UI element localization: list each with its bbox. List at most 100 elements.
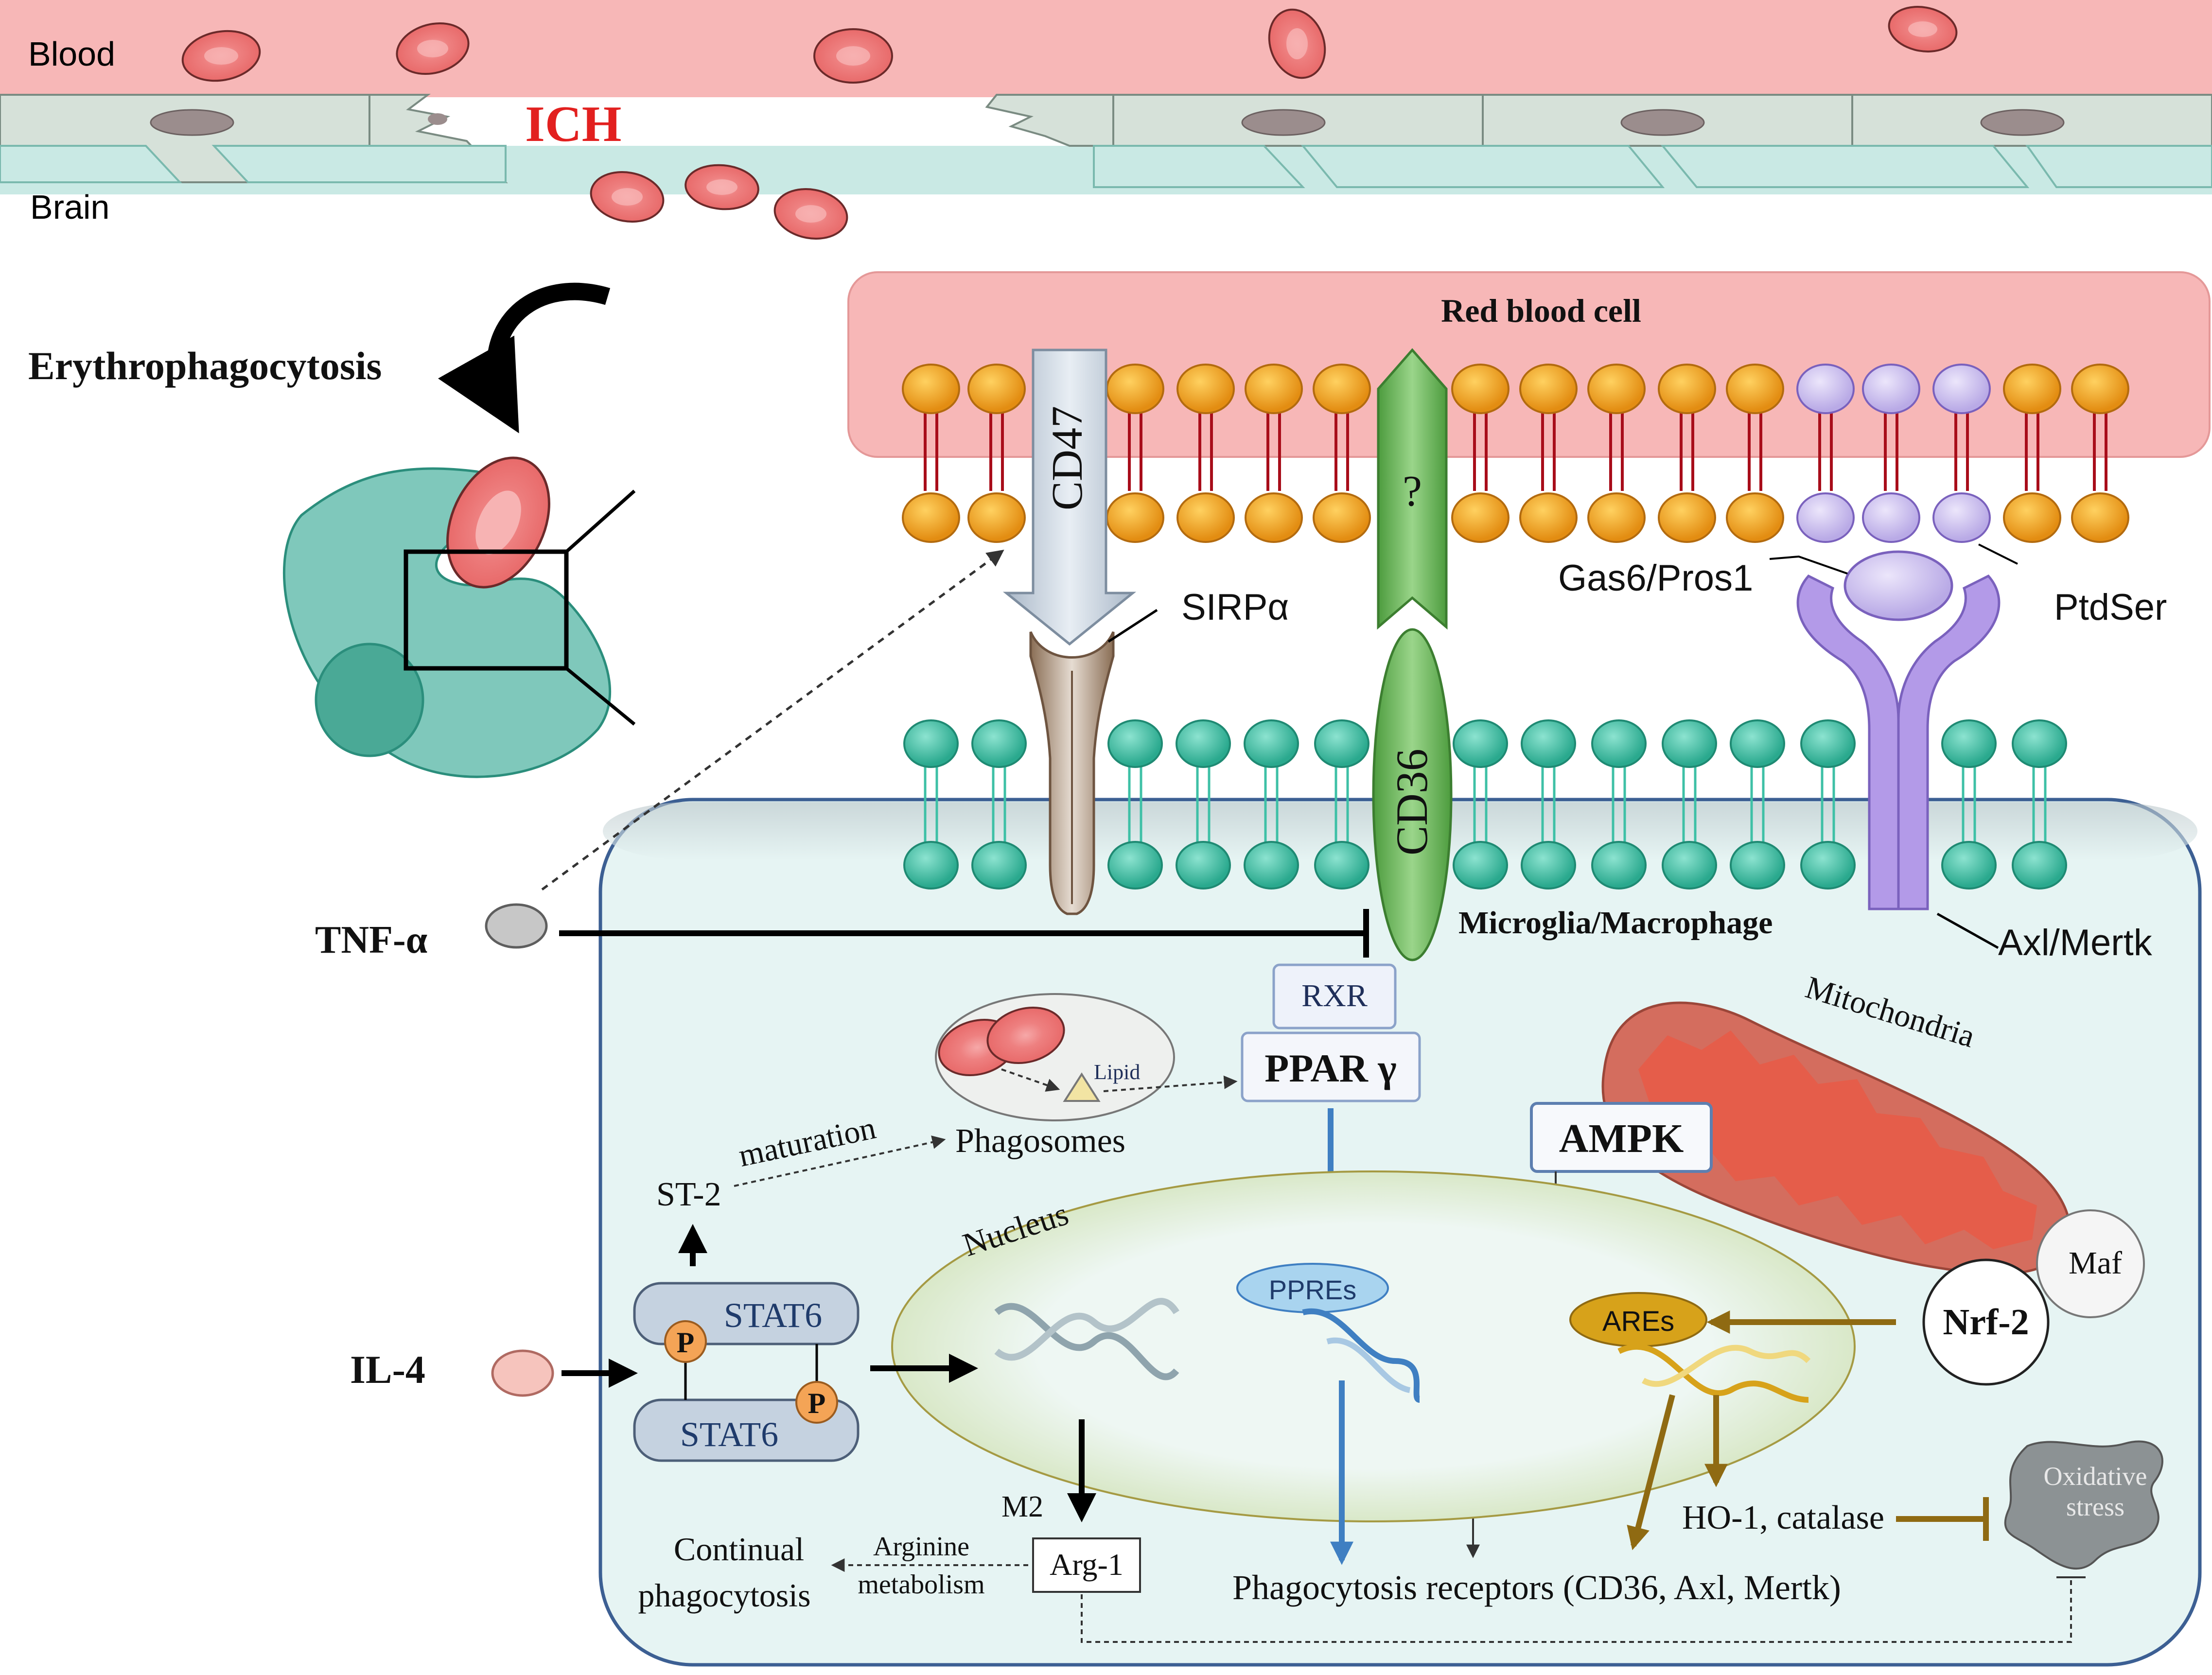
lipid-head <box>1726 364 1784 414</box>
m2-label: M2 <box>1001 1490 1043 1523</box>
are-dna <box>1642 1344 1811 1387</box>
lipid-head <box>1730 841 1785 890</box>
microglia-label: Microglia/Macrophage <box>1458 905 1773 941</box>
lipid-head <box>2071 364 2129 414</box>
lipid-head <box>1245 492 1303 543</box>
ppre-dna <box>1326 1337 1411 1393</box>
endothelial-nucleus <box>1980 109 2065 136</box>
axl-left <box>1796 574 1900 910</box>
lipid-head <box>1519 492 1578 543</box>
lipid-head <box>971 719 1027 768</box>
brain-bulge <box>2025 145 2212 188</box>
ptdser-label: PtdSer <box>2054 587 2167 628</box>
phagosome: Lipid Phagosomes maturation ST-2 <box>656 993 1238 1266</box>
lipid-head <box>967 492 1026 543</box>
ich-label: ICH <box>525 95 621 152</box>
lipid-head <box>1176 841 1231 890</box>
cd36-label: CD36 <box>1387 749 1437 855</box>
rbc-center <box>795 205 826 223</box>
dna-strand <box>994 1298 1179 1361</box>
curved-arrow <box>438 282 611 434</box>
lipid-head <box>1862 364 1920 414</box>
axl-pointer <box>1936 912 1999 949</box>
oxidative-label: Oxidative <box>2044 1462 2147 1491</box>
axl-mertk-label: Axl/Mertk <box>1998 922 2153 963</box>
cd47-receptor: CD47 <box>1002 349 1137 646</box>
phospho-1 <box>664 1320 707 1363</box>
gas6-pointer <box>1769 555 1848 575</box>
lipid-head <box>1591 841 1647 890</box>
arg1-label: Arg-1 <box>1050 1547 1124 1582</box>
stat6-complex: IL-4 STAT6 STAT6 P P <box>350 1282 860 1462</box>
rbc-center <box>204 47 238 65</box>
lipid-head <box>1451 492 1510 543</box>
rbc-center <box>417 40 448 57</box>
lipid-head <box>1862 492 1920 543</box>
rxr-box <box>1272 963 1397 1029</box>
dna-strand <box>994 1303 1179 1380</box>
ampk-box <box>1530 1102 1713 1173</box>
lipid-head <box>1106 492 1164 543</box>
feedback-dashed-line <box>1081 1577 2072 1643</box>
mitochondria: Mitochondria AMPK Maf Nrf-2 <box>1466 970 2145 1558</box>
lipid-head <box>971 841 1027 890</box>
il4-molecule <box>491 1349 554 1397</box>
ares-label: AREs <box>1602 1306 1674 1337</box>
lipid-head <box>1521 841 1576 890</box>
lipid-head <box>1107 841 1163 890</box>
st2-label: ST-2 <box>656 1176 721 1213</box>
axl-mertk-receptor: Gas6/Pros1 PtdSer Axl/Mertk <box>1558 543 2167 963</box>
endothelial-nucleus <box>150 109 234 136</box>
tnf-signal: TNF-α <box>315 549 1369 961</box>
blood-region <box>0 0 2212 97</box>
lipid-head <box>1796 364 1855 414</box>
cd36-shape <box>1372 628 1453 961</box>
ares-to-receptors-arrow <box>1627 1394 1675 1551</box>
lipid-head <box>1932 364 1991 414</box>
erythrophagocytosis-label: Erythrophagocytosis <box>28 344 382 388</box>
blood-vessel: Blood Brain ICH <box>0 0 2212 240</box>
sirpa-receptor: SIRPα <box>1029 587 1289 915</box>
outputs: M2 Arg-1 Arginine metabolism Continual p… <box>638 1440 2163 1643</box>
lipid-head <box>1313 364 1371 414</box>
lipid-head <box>1800 841 1856 890</box>
receptors-label: Phagocytosis receptors (CD36, Axl, Mertk… <box>1232 1568 1841 1607</box>
stat6-bottom-label: STAT6 <box>680 1415 778 1454</box>
lipid-to-ppar-arrow <box>1103 1075 1238 1092</box>
lipid-head <box>1521 719 1576 768</box>
lipid-head <box>1244 719 1299 768</box>
cd47-shape <box>1002 349 1137 646</box>
tnf-label: TNF-α <box>315 919 427 961</box>
nucleus-body <box>891 1170 1856 1522</box>
lipid-head <box>1176 364 1235 414</box>
overview-panel: Erythrophagocytosis <box>28 282 636 778</box>
sirpa-label: SIRPα <box>1181 587 1289 628</box>
endothelial-nucleus <box>428 113 447 125</box>
lipid-head <box>967 364 1026 414</box>
brain-bulge <box>1660 145 2030 188</box>
lipid-head <box>1932 492 1991 543</box>
il4-label: IL-4 <box>350 1347 425 1392</box>
nrf2-label: Nrf-2 <box>1943 1302 2029 1343</box>
receptors: CD47 SIRPα ? CD36 Gas6/Pros1 PtdSer <box>1002 348 2167 963</box>
gas6-label: Gas6/Pros1 <box>1558 558 1753 599</box>
lipid-head <box>1726 492 1784 543</box>
lipid-head <box>1453 841 1508 890</box>
lipid-head <box>2071 492 2129 543</box>
zoom-line <box>565 667 636 726</box>
axl-right <box>1897 574 2001 910</box>
lipid-head <box>1245 364 1303 414</box>
rbc-zoomed: Red blood cell <box>847 271 2211 543</box>
lipid-head <box>1244 841 1299 890</box>
lipid-head <box>1662 841 1717 890</box>
lipid-head <box>902 364 960 414</box>
lipid-head <box>1591 719 1647 768</box>
ppar-box <box>1241 1031 1421 1102</box>
ppres-label: PPREs <box>1269 1274 1357 1305</box>
rbc-center <box>1908 21 1937 37</box>
lipid-head <box>1451 364 1510 414</box>
ampk-label: AMPK <box>1559 1116 1684 1161</box>
engulfed-rbc-center <box>475 490 521 555</box>
tnf-molecule <box>485 903 548 949</box>
phospho-1-label: P <box>677 1326 695 1359</box>
